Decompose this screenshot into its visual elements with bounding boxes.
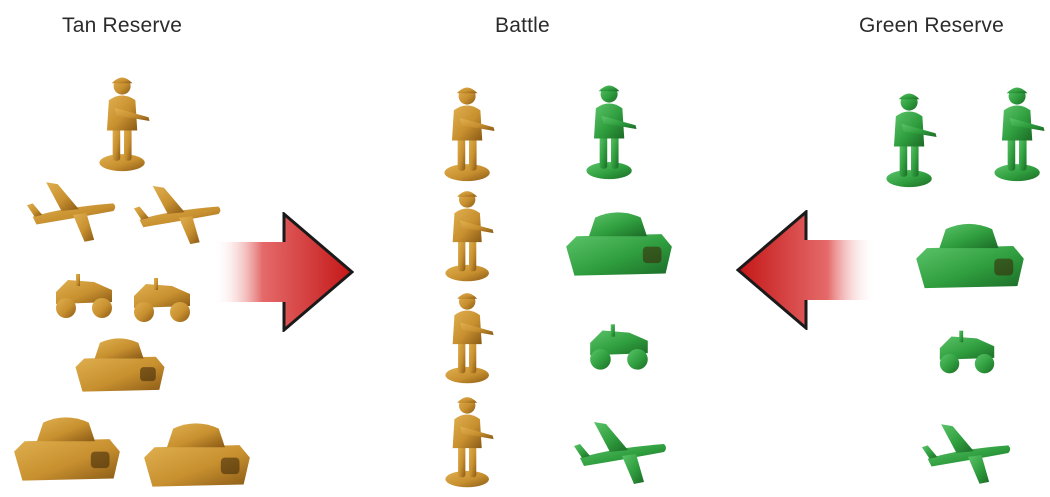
plane-icon[interactable]: [572, 418, 672, 488]
tan-reserve-heading: Tan Reserve: [62, 14, 182, 38]
green-reserve-heading: Green Reserve: [859, 14, 1004, 38]
jeep-icon[interactable]: [934, 328, 1002, 378]
soldier-icon[interactable]: [438, 184, 500, 284]
soldier-icon[interactable]: [990, 80, 1048, 184]
jeep-icon[interactable]: [50, 272, 120, 322]
soldier-icon[interactable]: [438, 286, 500, 386]
plane-icon[interactable]: [25, 178, 121, 246]
jeep-icon[interactable]: [584, 322, 656, 374]
soldier-icon[interactable]: [880, 86, 942, 190]
tank-icon[interactable]: [10, 410, 124, 488]
battle-heading: Battle: [495, 14, 550, 38]
tank-icon[interactable]: [140, 416, 254, 494]
soldier-icon[interactable]: [438, 390, 500, 490]
tank-icon[interactable]: [562, 204, 676, 284]
soldier-icon[interactable]: [94, 70, 154, 174]
tank-icon[interactable]: [72, 330, 168, 400]
right-arrow-icon: [214, 212, 354, 332]
tank-icon[interactable]: [912, 216, 1028, 296]
soldier-icon[interactable]: [438, 80, 500, 184]
left-arrow-icon: [736, 210, 876, 330]
plane-icon[interactable]: [920, 420, 1016, 488]
plane-icon[interactable]: [132, 182, 226, 248]
jeep-icon[interactable]: [128, 276, 198, 326]
soldier-icon[interactable]: [580, 78, 642, 182]
